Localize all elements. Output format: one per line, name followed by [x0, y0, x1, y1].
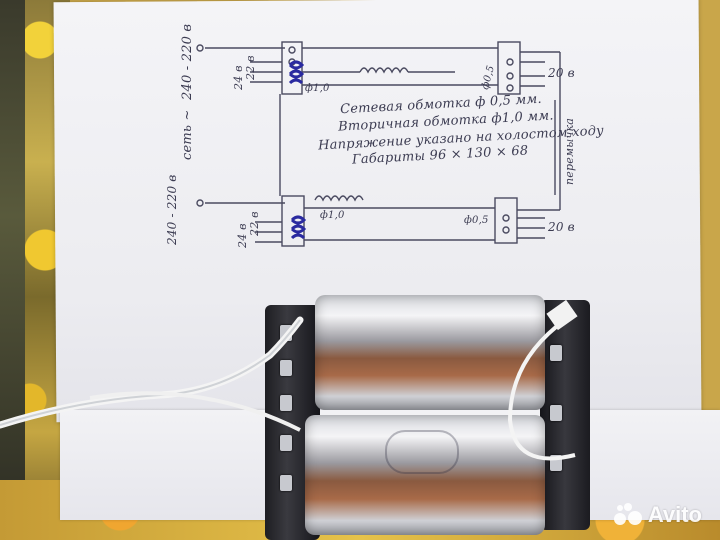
top-right-terminal-block: [497, 41, 521, 95]
transformer: [245, 285, 605, 540]
coil-lower: [305, 415, 545, 535]
top-output-voltage-label: 20 в: [548, 66, 575, 80]
top-left-terminal-block: [281, 41, 303, 95]
terminal-pin: [280, 360, 292, 376]
terminal-pin: [280, 395, 292, 411]
coil-upper: [315, 295, 545, 410]
bottom-output-voltage-label: 20 в: [548, 220, 575, 234]
transformer-core-right: [540, 300, 590, 530]
bottom-right-wire-gauge-label: ф0,5: [464, 215, 489, 226]
primary-coil-top: [359, 67, 409, 74]
coil-marking: [385, 430, 459, 474]
terminal-pin: [280, 435, 292, 451]
terminal-pin: [550, 405, 562, 421]
terminal-pin: [550, 345, 562, 361]
secondary-coil-bottom-blue: [290, 215, 307, 240]
bottom-right-terminal-block: [494, 197, 518, 244]
primary-coil-bottom: [314, 195, 364, 202]
bottom-wire-gauge-label: ф1,0: [320, 210, 345, 221]
avito-watermark: Avito: [613, 502, 702, 528]
secondary-coil-top-blue: [288, 60, 305, 85]
avito-brand-text: Avito: [647, 502, 702, 527]
avito-logo-icon: [613, 503, 642, 527]
top-wire-gauge-label: ф1,0: [305, 83, 330, 94]
terminal-pin: [280, 475, 292, 491]
